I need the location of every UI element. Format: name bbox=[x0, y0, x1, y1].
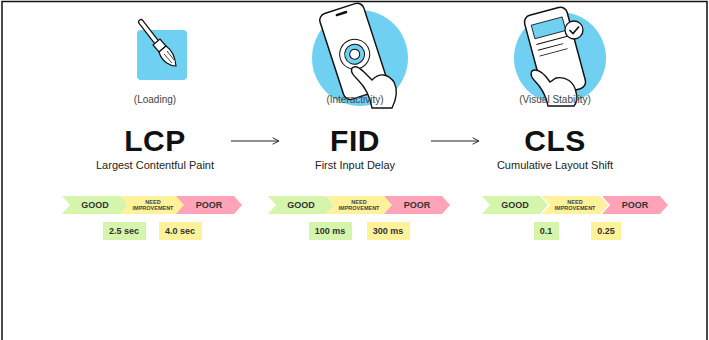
threshold-value: 4.0 sec bbox=[159, 222, 202, 240]
touch-phone-icon bbox=[312, 1, 408, 108]
node-text: GOOD bbox=[287, 200, 315, 210]
rating-chevron: NEED IMPROVEMENT bbox=[542, 196, 608, 214]
rating-chevron: NEED IMPROVEMENT bbox=[120, 196, 186, 214]
node-text: 4.0 sec bbox=[165, 226, 195, 236]
node-text: GOOD bbox=[81, 200, 109, 210]
metric-group: LCPLargest Contentful Paint bbox=[85, 124, 225, 172]
node-text: NEED IMPROVEMENT bbox=[553, 199, 597, 211]
flow-arrow bbox=[431, 140, 479, 141]
rating-chevron: POOR bbox=[176, 196, 242, 214]
paintbrush-icon bbox=[137, 22, 187, 80]
node-text: NEED IMPROVEMENT bbox=[131, 199, 175, 211]
node-text: 300 ms bbox=[373, 226, 404, 236]
flow-arrow bbox=[231, 140, 279, 141]
metric-name: Cumulative Layout Shift bbox=[485, 158, 625, 172]
rating-chevron: GOOD bbox=[268, 196, 334, 214]
node-text: 0.1 bbox=[540, 226, 553, 236]
metric-abbreviation: CLS bbox=[485, 124, 625, 158]
category-label: (Interactivity) bbox=[326, 94, 383, 105]
category-label: (Visual Stability) bbox=[519, 94, 591, 105]
node-text: POOR bbox=[196, 200, 223, 210]
metric-group: CLSCumulative Layout Shift bbox=[485, 124, 625, 172]
metric-group: FIDFirst Input Delay bbox=[285, 124, 425, 172]
node-text: 2.5 sec bbox=[109, 226, 139, 236]
rating-chevron: POOR bbox=[384, 196, 450, 214]
category-label: (Loading) bbox=[134, 94, 176, 105]
metric-name: Largest Contentful Paint bbox=[85, 158, 225, 172]
node-text: NEED IMPROVEMENT bbox=[337, 199, 381, 211]
metric-abbreviation: LCP bbox=[85, 124, 225, 158]
node-text: 100 ms bbox=[315, 226, 346, 236]
stable-phone-icon bbox=[514, 6, 606, 106]
node-text: POOR bbox=[622, 200, 649, 210]
metric-name: First Input Delay bbox=[285, 158, 425, 172]
threshold-value: 2.5 sec bbox=[103, 222, 146, 240]
node-text: 0.25 bbox=[597, 226, 615, 236]
threshold-value: 0.25 bbox=[591, 222, 621, 240]
threshold-value: 100 ms bbox=[309, 222, 352, 240]
metric-abbreviation: FID bbox=[285, 124, 425, 158]
threshold-value: 0.1 bbox=[534, 222, 559, 240]
rating-chevron: GOOD bbox=[482, 196, 548, 214]
threshold-value: 300 ms bbox=[367, 222, 410, 240]
node-text: GOOD bbox=[501, 200, 529, 210]
rating-chevron: NEED IMPROVEMENT bbox=[326, 196, 392, 214]
node-text: POOR bbox=[404, 200, 431, 210]
rating-chevron: POOR bbox=[602, 196, 668, 214]
rating-chevron: GOOD bbox=[62, 196, 128, 214]
